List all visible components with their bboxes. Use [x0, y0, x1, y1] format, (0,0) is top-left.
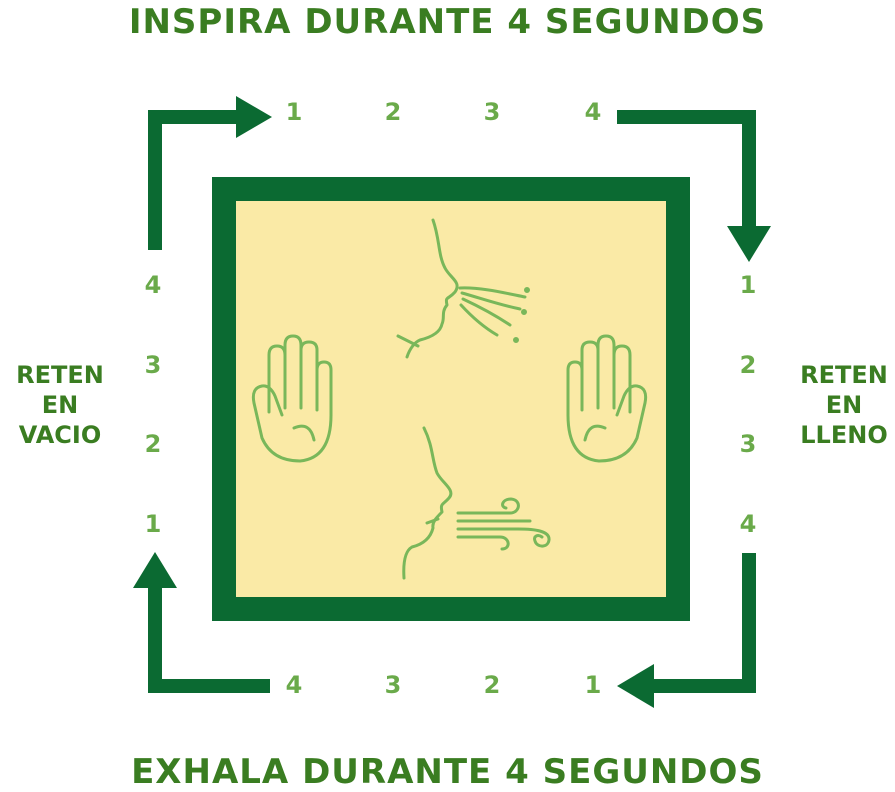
- count-top-1: 1: [285, 98, 303, 126]
- count-right-1: 1: [739, 271, 757, 299]
- count-right-2: 2: [739, 351, 757, 379]
- count-bottom-4: 4: [285, 671, 303, 699]
- hand-stop-icon-left: [251, 334, 333, 463]
- breathing-box: [212, 177, 690, 621]
- inhale-face-icon: [396, 218, 530, 359]
- title-exhale: EXHALA DURANTE 4 SEGUNDOS: [131, 752, 764, 792]
- title-inhale: INSPIRA DURANTE 4 SEGUNDOS: [128, 2, 767, 42]
- count-right-4: 4: [739, 510, 757, 538]
- count-right-3: 3: [739, 430, 757, 458]
- count-left-4: 4: [144, 271, 162, 299]
- arrow-top-left: [148, 96, 272, 250]
- count-left-1: 1: [144, 510, 162, 538]
- count-top-2: 2: [384, 98, 402, 126]
- arrow-top-right: [617, 110, 771, 262]
- exhale-face-icon: [402, 426, 551, 580]
- count-left-2: 2: [144, 430, 162, 458]
- label-hold-full: RETEN EN LLENO: [800, 361, 888, 449]
- count-top-3: 3: [483, 98, 501, 126]
- count-bottom-1: 1: [584, 671, 602, 699]
- arrow-bottom-left: [133, 552, 270, 693]
- arrow-bottom-right: [617, 553, 756, 708]
- count-left-3: 3: [144, 351, 162, 379]
- count-bottom-2: 2: [483, 671, 501, 699]
- hand-stop-icon-right: [566, 334, 648, 463]
- count-bottom-3: 3: [384, 671, 402, 699]
- count-top-4: 4: [584, 98, 602, 126]
- label-hold-empty: RETEN EN VACIO: [16, 361, 104, 449]
